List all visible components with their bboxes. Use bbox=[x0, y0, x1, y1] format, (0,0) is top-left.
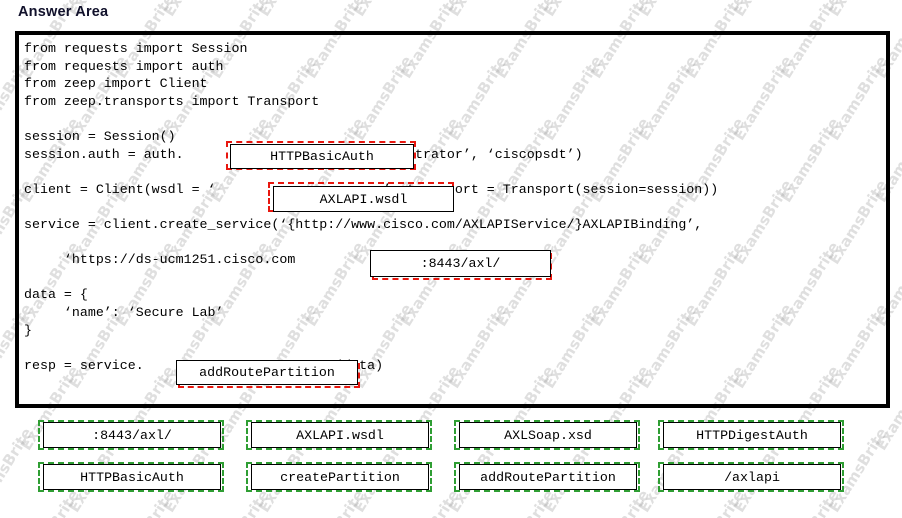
answer-bank-tile-label: AXLAPI.wsdl bbox=[296, 427, 384, 443]
code-line: data = { bbox=[24, 287, 88, 303]
code-blank-line bbox=[24, 339, 894, 357]
watermark-text: ExamsBrite bbox=[825, 0, 891, 20]
drop-url-path-box[interactable]: :8443/axl/ bbox=[370, 250, 551, 277]
code-line: from requests import Session bbox=[24, 41, 248, 56]
code-block: from requests import Session from request… bbox=[24, 40, 894, 374]
answer-bank-tile-label: createPartition bbox=[280, 469, 400, 485]
answer-bank-tile[interactable]: /axlapi bbox=[658, 462, 844, 492]
answer-bank-tile-label: /axlapi bbox=[724, 469, 780, 485]
answer-bank-tile[interactable]: :8443/axl/ bbox=[38, 420, 224, 450]
code-line: resp = service. (data) bbox=[24, 357, 384, 373]
code-line: ‘name’: ‘Secure Lab’ bbox=[24, 304, 224, 320]
drop-url-path-label: :8443/axl/ bbox=[420, 256, 501, 271]
answer-bank-tile[interactable]: HTTPDigestAuth bbox=[658, 420, 844, 450]
answer-bank-tile-outline bbox=[454, 462, 640, 492]
drop-wsdl-file[interactable]: AXLAPI.wsdl bbox=[268, 182, 454, 212]
answer-bank-tile-box[interactable]: AXLSoap.xsd bbox=[459, 422, 637, 448]
answer-bank-tile-outline bbox=[38, 462, 224, 492]
code-blank-line bbox=[24, 198, 894, 216]
code-panel bbox=[15, 31, 890, 408]
answer-bank-tile[interactable]: AXLAPI.wsdl bbox=[246, 420, 432, 450]
code-blank-line bbox=[24, 110, 894, 128]
watermark-text: ExamsBrite bbox=[635, 0, 701, 20]
watermark-text: ExamsBrite bbox=[255, 0, 321, 20]
watermark-text: ExamsBrite bbox=[160, 0, 226, 20]
answer-bank-tile[interactable]: AXLSoap.xsd bbox=[454, 420, 640, 450]
page-title: Answer Area bbox=[18, 4, 109, 20]
drop-wsdl-file-label: AXLAPI.wsdl bbox=[319, 191, 408, 207]
watermark-text: ExamsBrite bbox=[445, 0, 511, 20]
watermark-text: ExamsBrite bbox=[350, 0, 416, 20]
drop-service-method-box[interactable]: addRoutePartition bbox=[176, 360, 358, 385]
answer-bank-tile-box[interactable]: HTTPBasicAuth bbox=[43, 464, 221, 490]
answer-bank-tile-label: AXLSoap.xsd bbox=[504, 427, 592, 443]
answer-bank-tile-outline bbox=[658, 462, 844, 492]
code-line: from zeep import Client bbox=[24, 76, 208, 92]
code-blank-line bbox=[24, 234, 894, 252]
answer-bank-tile-box[interactable]: HTTPDigestAuth bbox=[663, 422, 841, 448]
answer-bank-tile-outline bbox=[38, 420, 224, 450]
drop-wsdl-file-box[interactable]: AXLAPI.wsdl bbox=[273, 186, 454, 212]
drop-service-method-label: addRoutePartition bbox=[199, 365, 335, 380]
answer-bank-tile[interactable]: addRoutePartition bbox=[454, 462, 640, 492]
code-line: client = Client(wsdl = ‘ ’, transport = … bbox=[24, 181, 719, 197]
code-line: from zeep.transports import Transport bbox=[24, 93, 320, 109]
drop-service-method[interactable]: addRoutePartition bbox=[176, 360, 362, 388]
answer-bank: :8443/axl/AXLAPI.wsdl AXLSoap.xsd HTTPDige… bbox=[0, 412, 902, 518]
drop-auth-class[interactable]: HTTPBasicAuth bbox=[226, 141, 416, 170]
answer-bank-tile-box[interactable]: createPartition bbox=[251, 464, 429, 490]
watermark-text: ExamsBrite bbox=[540, 0, 606, 20]
code-line: session.auth = auth. (‘Administrator’, ‘… bbox=[24, 146, 583, 162]
answer-bank-tile-outline bbox=[454, 420, 640, 450]
drop-auth-class-outline bbox=[226, 141, 416, 170]
answer-bank-tile-label: :8443/axl/ bbox=[92, 427, 172, 443]
drop-url-path[interactable]: :8443/axl/ bbox=[370, 250, 554, 280]
code-line: session = Session() bbox=[24, 128, 176, 144]
drop-auth-class-label: HTTPBasicAuth bbox=[270, 149, 374, 164]
code-line: from requests import auth bbox=[24, 58, 224, 74]
answer-bank-tile-box[interactable]: AXLAPI.wsdl bbox=[251, 422, 429, 448]
answer-bank-tile[interactable]: createPartition bbox=[246, 462, 432, 492]
answer-bank-tile-box[interactable]: addRoutePartition bbox=[459, 464, 637, 490]
answer-bank-tile-box[interactable]: /axlapi bbox=[663, 464, 841, 490]
answer-bank-tile[interactable]: HTTPBasicAuth bbox=[38, 462, 224, 492]
answer-bank-tile-outline bbox=[246, 462, 432, 492]
answer-bank-tile-outline bbox=[246, 420, 432, 450]
code-line: service = client.create_service(‘{http:/… bbox=[24, 216, 703, 232]
answer-bank-tile-label: HTTPBasicAuth bbox=[80, 469, 184, 485]
drop-auth-class-box[interactable]: HTTPBasicAuth bbox=[230, 144, 414, 169]
answer-bank-tile-label: HTTPDigestAuth bbox=[696, 427, 808, 443]
answer-bank-tile-outline bbox=[658, 420, 844, 450]
answer-bank-tile-label: addRoutePartition bbox=[480, 469, 616, 485]
answer-bank-tile-box[interactable]: :8443/axl/ bbox=[43, 422, 221, 448]
watermark-text: ExamsBrite bbox=[730, 0, 796, 20]
code-line: } bbox=[24, 322, 32, 338]
code-blank-line bbox=[24, 163, 894, 181]
